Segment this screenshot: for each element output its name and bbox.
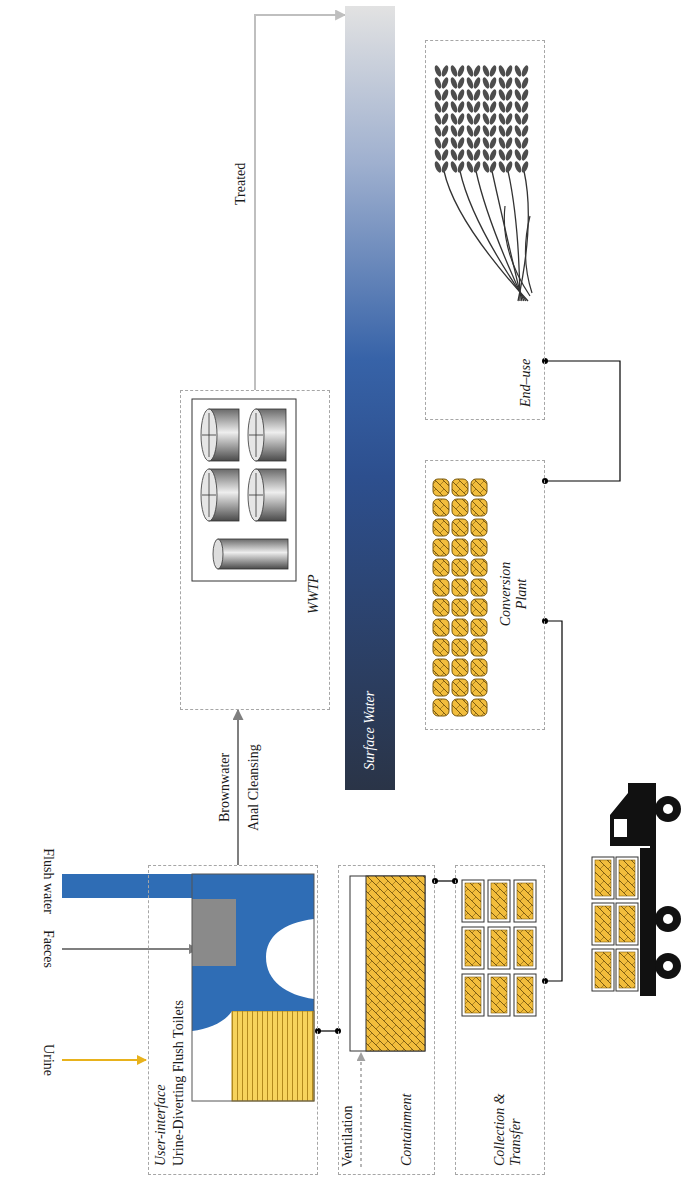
node-title: Surface Water [362,691,378,770]
edge-label: Brownwater [217,751,233,824]
user-interface-box: User-interfaceUrine-Diverting Flush Toil… [148,865,318,1175]
connector-dot [542,618,548,624]
connector-dot [432,878,438,884]
flow-label: Anal Cleansing [246,744,262,831]
wwtp-frame [192,399,296,581]
ventilation-arrow [360,1053,362,1167]
connector-dot [542,358,548,364]
node-subtitle: Urine-Diverting Flush Toilets [171,1000,187,1166]
end-use-box: End–use [425,40,545,420]
connector [545,621,562,981]
wwtp-tanks [201,409,286,521]
node-title: User-interface [153,1085,169,1166]
conversion-plant-box: Conversion Plant [425,460,545,730]
urine-arrow [62,1059,146,1061]
containment-tank [350,876,425,1051]
connector [545,361,620,481]
node-title: Containment [399,1094,415,1166]
node-title: WWTP [306,574,322,614]
container-grid [462,880,536,1016]
wheat-illustration [433,64,532,301]
node-title: End–use [518,359,534,407]
connector-dot [542,478,548,484]
pellet-grid [433,479,487,716]
ventilation-label: Ventilation [340,1106,356,1167]
surface-water-band: Surface Water [345,6,395,790]
truck [592,783,681,996]
input-label: Faeces [40,930,56,968]
node-title: Collection & Transfer [492,1066,524,1166]
connector [255,15,345,390]
toilet-illustration [62,874,314,1101]
input-label: Flush water [40,848,56,914]
connector-dot [542,978,548,984]
connector [237,710,239,865]
wwtp-tall-tank-top [213,539,223,569]
faeces-arrow [62,948,198,950]
connector-dot [315,1028,321,1034]
wwtp-box: WWTP [180,390,330,710]
wwtp-tall-tank [218,539,288,569]
edge-label: Treated [233,161,249,207]
input-label: Urine [40,1044,56,1076]
collection-transfer-box: Collection & Transfer [455,865,545,1175]
node-title: Conversion Plant [498,549,530,639]
